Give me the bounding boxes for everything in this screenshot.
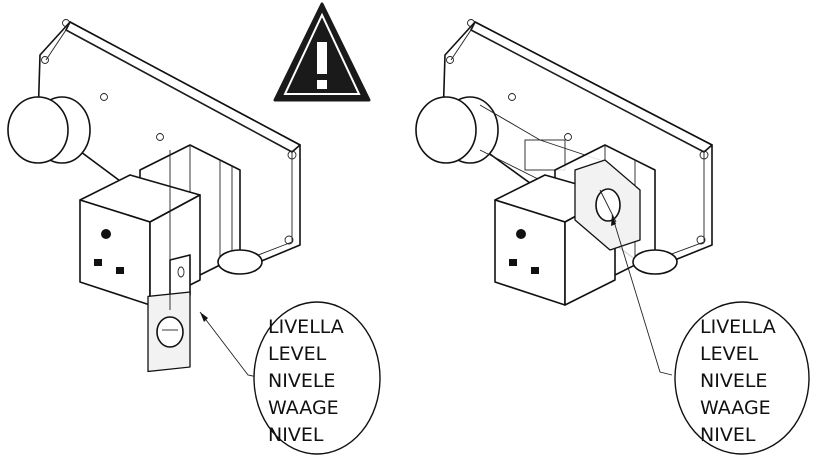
callout-right: LIVELLA LEVEL NIVELE WAAGE NIVEL (674, 301, 810, 455)
callout-line: LIVELLA (268, 316, 344, 338)
callout-line: LEVEL (700, 343, 759, 365)
left-unit-drawing (7, 19, 301, 379)
right-unit-drawing (415, 19, 713, 376)
callout-line: WAAGE (268, 397, 339, 419)
callout-line: NIVEL (700, 424, 756, 446)
warning-triangle-icon (273, 2, 371, 102)
callout-line: LEVEL (268, 343, 327, 365)
callout-left: LIVELLA LEVEL NIVELE WAAGE NIVEL (253, 301, 381, 455)
callout-line: NIVEL (268, 424, 324, 446)
callout-line: NIVELE (268, 370, 335, 392)
callout-line: LIVELLA (700, 316, 776, 338)
callout-line: WAAGE (700, 397, 771, 419)
callout-line: NIVELE (700, 370, 767, 392)
